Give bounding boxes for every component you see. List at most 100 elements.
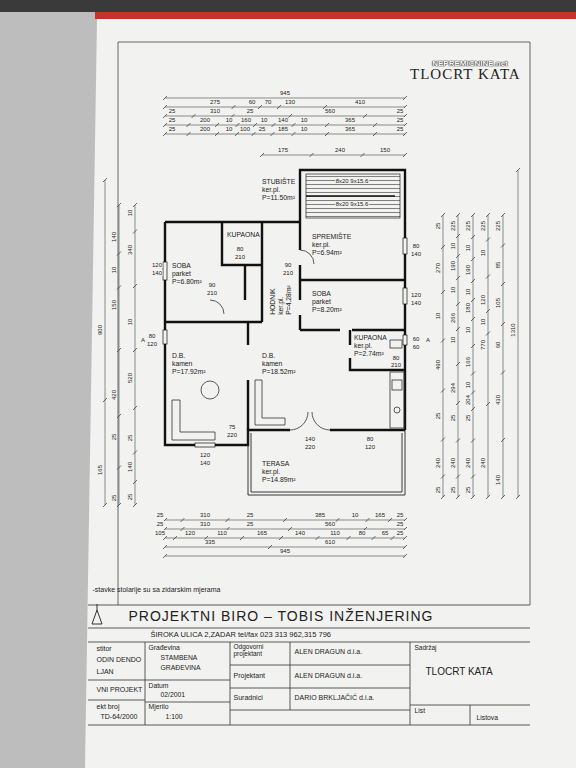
dimension-label: 25 — [435, 412, 441, 420]
dimension-label: 25 — [168, 108, 176, 114]
dimension-label: 25 — [127, 493, 133, 501]
dimension-label: 10 — [480, 318, 486, 326]
dimension-label: 10 — [111, 266, 117, 274]
room-label: TERASA ker.pl. P=14.89m² — [262, 460, 295, 483]
dimension-stroke — [486, 309, 490, 313]
dimension-label: 25 — [396, 530, 404, 536]
room-text: D.B. kamen P=17.92m² — [172, 352, 205, 375]
dimension-stroke — [163, 536, 167, 540]
room-text: SOBA parket P=8.20m² — [312, 290, 342, 313]
dimension-stroke — [501, 322, 505, 326]
dimension-label: 80 — [412, 243, 420, 249]
dimension-stroke — [441, 339, 445, 343]
dimension-stroke — [163, 545, 167, 549]
dimension-stroke — [133, 480, 137, 484]
dimension-stroke — [117, 348, 121, 352]
dimension-label: 10 — [127, 318, 133, 326]
dimension-stroke — [373, 132, 377, 136]
dimension-label: 560 — [324, 521, 335, 527]
title-block-text: Sadržaj — [414, 645, 437, 652]
dimension-label: 165 — [97, 464, 103, 475]
dimension-label: 266 — [450, 312, 456, 323]
title-block-text: TLOCRT KATA — [425, 667, 493, 677]
dimension-label: 225 — [465, 220, 471, 231]
dimension-stroke — [456, 362, 460, 366]
dimension-label: 200 — [199, 117, 210, 123]
dimension-stroke — [443, 215, 444, 497]
title-block-text: 02/2001 — [160, 692, 186, 699]
dimension-stroke — [279, 536, 283, 540]
dimension-stroke — [310, 153, 314, 157]
dimension-label: 25 — [396, 117, 404, 123]
dimension-label: 210 — [206, 290, 217, 296]
dimension-stroke — [215, 132, 219, 136]
title-block-text: ALEN DRAGUN d.i.a. — [294, 648, 363, 655]
dimension-stroke — [240, 536, 244, 540]
dimension-label: 70 — [264, 99, 272, 105]
dimension-label: A — [140, 337, 145, 343]
dimension-stroke — [456, 276, 460, 280]
title-block-text: DARIO BRKLJAČIĆ d.i.a. — [294, 694, 375, 701]
dimension-label: 80 — [366, 436, 374, 442]
dimension-stroke — [486, 332, 490, 336]
dimension-label: 100 — [239, 126, 250, 132]
dimension-stroke — [456, 495, 460, 499]
dimension-label: 294 — [450, 382, 456, 393]
dimension-stroke — [501, 495, 505, 499]
title-block-text: Odgovorni projektant — [233, 644, 284, 657]
dimension-label: 60 — [412, 344, 420, 350]
dimension-label: 140 — [495, 474, 501, 485]
dimension-stroke — [163, 105, 167, 109]
dimension-label: 25 — [127, 434, 133, 442]
dimension-stroke — [232, 105, 236, 109]
dimension-label: 10 — [260, 117, 268, 123]
dimension-stroke — [133, 348, 137, 352]
dimension-label: 10 — [465, 381, 471, 389]
terrace-rail — [248, 430, 405, 495]
dimension-label: 270 — [435, 262, 441, 273]
dimension-label: 166 — [465, 356, 471, 367]
dimension-label: 60 — [248, 99, 256, 105]
room-label: SOBA parket P=8.20m² — [312, 290, 342, 313]
room-label: D.B. kamen P=17.92m² — [172, 352, 205, 375]
dimension-stroke — [163, 554, 167, 558]
dimension-stroke — [388, 518, 392, 522]
dimension-label: 25 — [168, 117, 176, 123]
dimension-label: 80 — [392, 355, 400, 361]
dimension-label: 365 — [344, 117, 355, 123]
dimension-label: 10 — [225, 117, 233, 123]
dimension-label: 210 — [282, 270, 293, 276]
dimension-label: 25 — [258, 126, 266, 132]
dimension-stroke — [501, 213, 505, 217]
dimension-stroke — [391, 536, 395, 540]
dimension-stroke — [456, 327, 460, 331]
dimension-stroke — [165, 538, 405, 539]
dimension-stroke — [456, 401, 460, 405]
title-block-text: ODIN DENDO — [96, 656, 142, 663]
dimension-label: 25 — [450, 486, 456, 494]
dimension-label: 60 — [495, 341, 501, 349]
dimension-label: 240 — [480, 457, 486, 468]
dimension-stroke — [292, 123, 296, 127]
dimension-label: 10 — [300, 117, 308, 123]
dimension-label: 1310 — [510, 323, 516, 337]
dimension-label: 90 — [284, 262, 292, 268]
dimension-stroke — [361, 153, 365, 157]
dimension-stroke — [187, 123, 191, 127]
dimension-stroke — [192, 114, 196, 118]
dimension-label: 210 — [234, 254, 245, 260]
dimension-label: 110 — [217, 530, 228, 536]
dimension-label: 140 — [199, 460, 210, 466]
dimension-label: 110 — [330, 530, 341, 536]
title-block-text: GRAĐEVINA — [160, 665, 201, 672]
room-label: SPREMIŠTE ker.pl. P=6.94m² — [312, 233, 351, 256]
dimension-stroke — [283, 518, 287, 522]
dimension-stroke — [288, 527, 292, 531]
dimension-label: 225 — [480, 220, 486, 231]
dimension-stroke — [133, 284, 137, 288]
dimension-stroke — [187, 132, 191, 136]
title-block-text: VNI PROJEKT — [96, 686, 143, 693]
dimension-stroke — [105, 180, 106, 505]
dimension-label: 25 — [156, 512, 164, 518]
